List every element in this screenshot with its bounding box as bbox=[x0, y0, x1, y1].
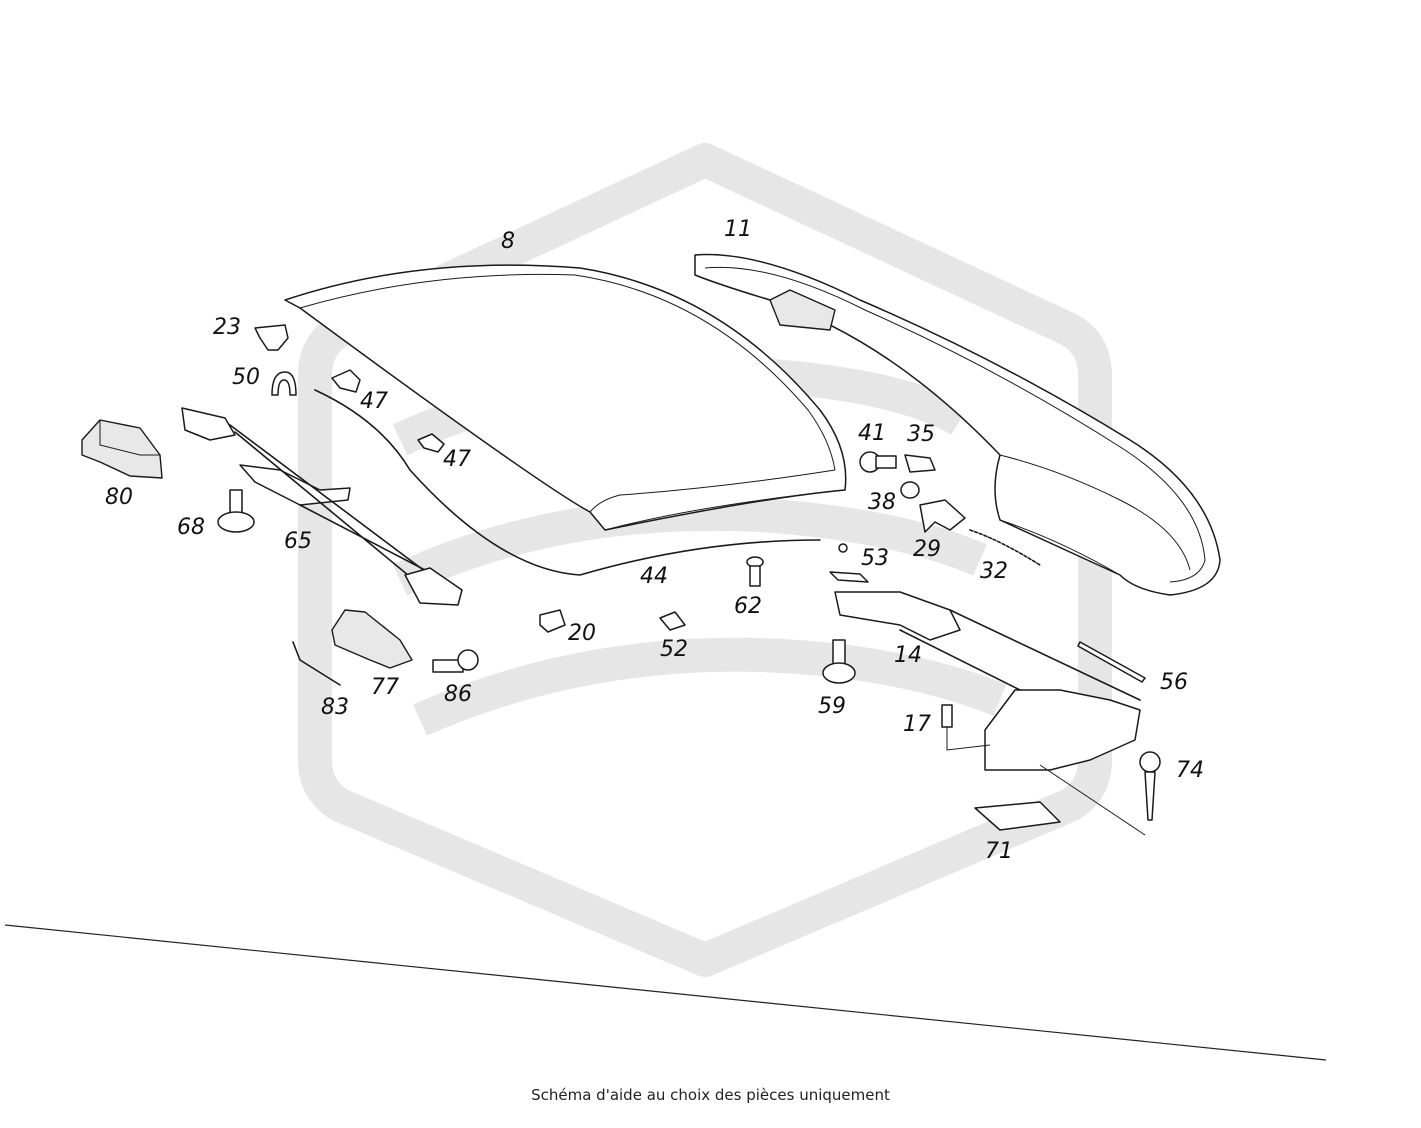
callout-62: 62 bbox=[734, 594, 762, 619]
callout-38: 38 bbox=[868, 490, 896, 515]
callout-74: 74 bbox=[1176, 758, 1204, 783]
callout-71: 71 bbox=[985, 839, 1013, 864]
callout-47a: 47 bbox=[360, 389, 388, 414]
callout-17: 17 bbox=[903, 712, 931, 737]
clip-53-part bbox=[829, 571, 869, 583]
bracket-47b-part bbox=[417, 433, 445, 453]
baseline-rule bbox=[4, 924, 1327, 1061]
latch-77-part bbox=[331, 609, 413, 669]
clip-52-part bbox=[659, 611, 686, 631]
lid-inner-frame-part bbox=[694, 253, 1221, 596]
callout-50: 50 bbox=[232, 365, 260, 390]
callout-53: 53 bbox=[861, 546, 889, 571]
bolt-68-part bbox=[217, 489, 255, 533]
callout-83: 83 bbox=[321, 695, 349, 720]
callout-56: 56 bbox=[1160, 670, 1188, 695]
callout-8: 8 bbox=[501, 229, 515, 254]
plate-71-part bbox=[974, 801, 1061, 831]
bushing-38-part bbox=[900, 481, 920, 499]
screw-17-part bbox=[941, 704, 991, 751]
callout-44: 44 bbox=[640, 564, 668, 589]
spring-32-part bbox=[969, 529, 1041, 566]
callout-77: 77 bbox=[371, 675, 399, 700]
bracket-47a-part bbox=[331, 369, 361, 393]
striker-29-part bbox=[919, 499, 966, 533]
rod-83-part bbox=[292, 641, 341, 686]
lid-panel-part bbox=[284, 264, 847, 531]
callout-20: 20 bbox=[568, 621, 596, 646]
latch-80-part bbox=[81, 419, 163, 479]
callout-41: 41 bbox=[858, 421, 886, 446]
callout-68: 68 bbox=[177, 515, 205, 540]
diagram-caption: Schéma d'aide au choix des pièces unique… bbox=[531, 1086, 890, 1104]
rod-56-part bbox=[1077, 641, 1146, 683]
callout-35: 35 bbox=[907, 422, 935, 447]
callout-11: 11 bbox=[724, 217, 752, 242]
screw-74-part bbox=[1139, 751, 1161, 821]
clip-23-part bbox=[254, 324, 289, 351]
bolt-41-part bbox=[859, 451, 897, 473]
callout-80: 80 bbox=[105, 485, 133, 510]
callout-59: 59 bbox=[818, 694, 846, 719]
callout-52: 52 bbox=[660, 637, 688, 662]
callout-14: 14 bbox=[894, 643, 922, 668]
callout-labels: 8 11 23 50 47 47 80 41 35 38 68 65 29 53… bbox=[105, 217, 1204, 864]
callout-23: 23 bbox=[213, 315, 241, 340]
callout-47b: 47 bbox=[443, 447, 471, 472]
linkage-65-part bbox=[181, 407, 463, 606]
callout-65: 65 bbox=[284, 529, 312, 554]
bolt-62-part bbox=[746, 556, 764, 587]
bolt-86-part bbox=[432, 649, 479, 673]
bolt-59-part bbox=[822, 639, 856, 684]
callout-86: 86 bbox=[444, 682, 472, 707]
clip-50-part bbox=[271, 371, 297, 396]
cable-44-part bbox=[314, 389, 848, 576]
callout-32: 32 bbox=[980, 559, 1008, 584]
hinge-14-part bbox=[834, 591, 1146, 836]
clip-20-part bbox=[539, 609, 566, 633]
callout-29: 29 bbox=[913, 537, 941, 562]
clip-35-part bbox=[904, 454, 936, 473]
